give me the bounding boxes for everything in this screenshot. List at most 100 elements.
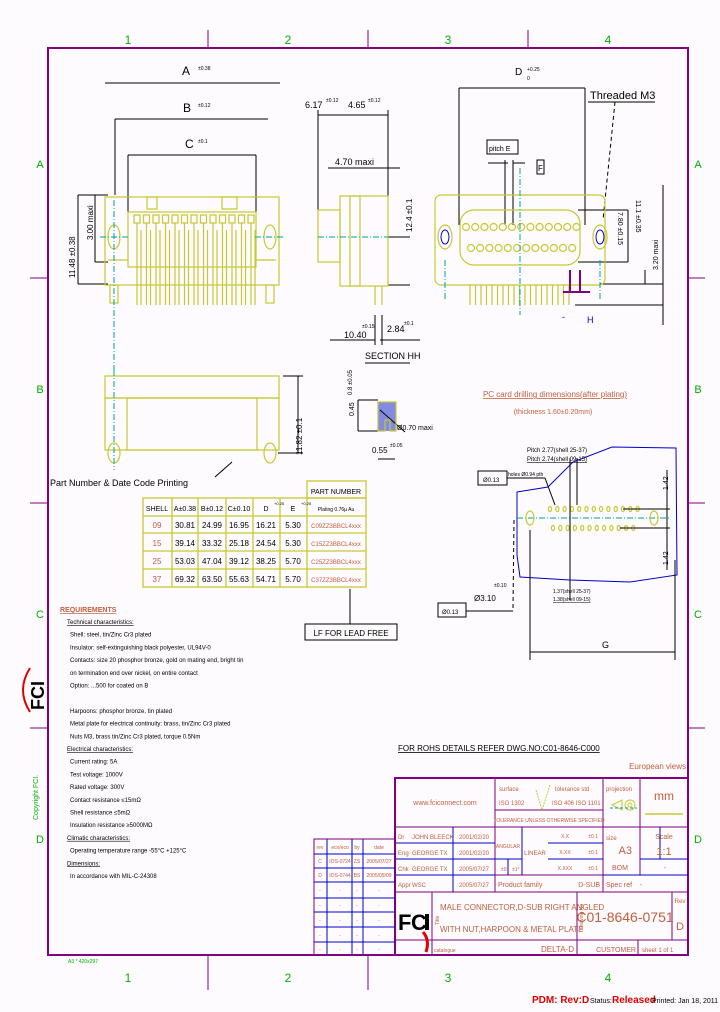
rear-contacts: [461, 222, 581, 305]
contact-socket: [498, 222, 507, 232]
table-header-cell: C±0.10: [228, 506, 251, 513]
surface-check-icon: [535, 784, 551, 812]
table-cell: 33.32: [202, 539, 223, 548]
contact-socket: [540, 243, 549, 253]
dim-c-tolerance: ±0.1: [198, 139, 208, 145]
website-label[interactable]: www.fciconnect.com: [412, 800, 477, 807]
rev-table-cell: 2005/09/09: [366, 873, 391, 879]
rear-dim-v2: 11.1 ±0.35: [634, 200, 641, 233]
part-number-cell: C37ZZ3BBCL4xxx: [311, 578, 361, 584]
table-cell: 63.50: [202, 575, 223, 584]
bom-value: -: [664, 865, 667, 872]
section-dim-6-tol: ±0.1: [404, 321, 414, 327]
requirements-line: Option: ...500 for coated on B: [70, 684, 148, 690]
grid-row-label: B: [694, 384, 701, 396]
rev-table-cell: -: [356, 918, 358, 924]
contact-socket: [507, 222, 517, 232]
table-header-cell: E: [291, 506, 296, 513]
contact-socket: [494, 243, 503, 253]
rev-table-cell: -: [319, 933, 321, 939]
grid-row-label: A: [694, 159, 702, 171]
spec-ref-label: Spec ref: [606, 882, 632, 889]
rev-table-cell: IOS-0744: [329, 873, 351, 879]
rev-table-cell: IOS-0724: [329, 859, 351, 865]
dim-c-label: C: [185, 137, 194, 151]
pcb-hole: [609, 524, 614, 532]
table-cell: 25.18: [229, 539, 250, 548]
person-role: Dr: [398, 835, 404, 841]
angular-label: ANGULAR: [496, 844, 521, 850]
pcb-holes-label: holes Ø0.94 pth: [508, 472, 544, 478]
dim-a-label: A: [182, 64, 190, 78]
front-view: [77, 82, 285, 375]
grid-column-label: 2: [285, 33, 292, 47]
person-role: Appr: [398, 883, 411, 889]
grid-row-label: C: [36, 609, 44, 621]
section-dim-4: 12.4 ±0.1: [405, 198, 414, 232]
detail-dim-3: Ø0.70 maxi: [397, 425, 433, 432]
person-name: GEORGE TX: [412, 867, 448, 873]
pcb-pitch-2: Pitch 2.74(shell 09-15): [527, 457, 587, 463]
drawing-no-label: Drawing No: [579, 904, 585, 930]
product-family-label: Product family: [498, 882, 543, 889]
contact-socket: [531, 243, 540, 253]
table-header-tolerance: +0.25: [274, 501, 285, 506]
title-line-2: WITH NUT,HARPOON & METAL PLATE: [440, 925, 583, 934]
detail-dim-1: 0.45: [349, 402, 356, 416]
grid-row-label: D: [694, 834, 702, 846]
dim-a-tolerance: ±0.38: [198, 66, 211, 72]
pcb-offset-2: 1.38(shell 09-15): [553, 597, 591, 603]
rev-table-cell: -: [339, 918, 341, 924]
contact-socket: [461, 222, 471, 232]
person-date: 2001/02/20: [459, 835, 490, 841]
drawing-number: C01-8646-0751: [576, 909, 674, 925]
grid-column-label: 3: [445, 33, 452, 47]
linear-precision: X.X: [561, 834, 570, 840]
rev-table-cell: -: [356, 888, 358, 894]
table-cell: 16.21: [256, 521, 277, 530]
pcb-title: PC card drilling dimensions(after platin…: [483, 390, 627, 399]
table-cell: 54.71: [256, 575, 277, 584]
table-cell: 55.63: [229, 575, 250, 584]
part-number-cell: C09ZZ3BBCL4xxx: [311, 524, 361, 530]
linear-precision: X.XXX: [558, 866, 573, 872]
pcb-hole: [606, 505, 611, 513]
front-pins: [133, 214, 256, 305]
catalogue-value: DELTA-D: [541, 945, 574, 954]
requirements-line: Harpoons: phosphor bronze, tin plated: [70, 709, 172, 715]
pcb-hole: [584, 505, 589, 513]
linear-label: LINEAR: [524, 851, 546, 857]
table-cell: 39.14: [175, 539, 196, 548]
paper-size-label: A3 * 420x297: [68, 959, 98, 965]
printed-date: Printed: Jan 18, 2011: [652, 998, 718, 1005]
rev-table-header: rev: [317, 845, 324, 851]
part-number-printing-label: Part Number & Date Code Printing: [50, 478, 188, 488]
requirements-line: Current rating: 5A: [70, 760, 117, 766]
rev-table-cell: -: [319, 888, 321, 894]
tolerance-note: TOLERANCE UNLESS OTHERWISE SPECIFIED: [493, 818, 605, 824]
scale-label: Scale: [655, 834, 673, 841]
requirements-line: Rated voltage: 300V: [70, 785, 124, 791]
status-value: Released: [612, 995, 656, 1006]
size-label: size: [606, 836, 617, 842]
pcb-hole: [577, 505, 582, 513]
requirements-line: Insulation resistance ≥5000MΩ: [70, 823, 153, 829]
table-header-cell: SHELL: [146, 506, 168, 513]
person-date: 2005/07/27: [459, 867, 490, 873]
rev-table-cell: -: [378, 933, 380, 939]
table-cell: 5.30: [285, 521, 301, 530]
contact-socket: [489, 222, 498, 232]
table-cell: 53.03: [175, 557, 196, 566]
rear-dim-v1: 7.80 ±0.15: [616, 212, 623, 245]
rev-table-header: date: [374, 845, 384, 851]
fci-logo: F C: [398, 910, 429, 953]
pcb-hole: [572, 524, 578, 532]
grid-column-label: 1: [125, 971, 132, 985]
pcb-hole: [601, 524, 607, 532]
rev-table-cell: -: [319, 903, 321, 909]
person-name: JOHN BLEECK: [412, 835, 454, 841]
person-role: Chk: [398, 867, 410, 873]
table-cell: 24.54: [256, 539, 277, 548]
requirements-line: Shell: steel, tin/Zinc Cr3 plated: [70, 633, 151, 639]
table-header-tolerance: +0.25: [301, 501, 312, 506]
